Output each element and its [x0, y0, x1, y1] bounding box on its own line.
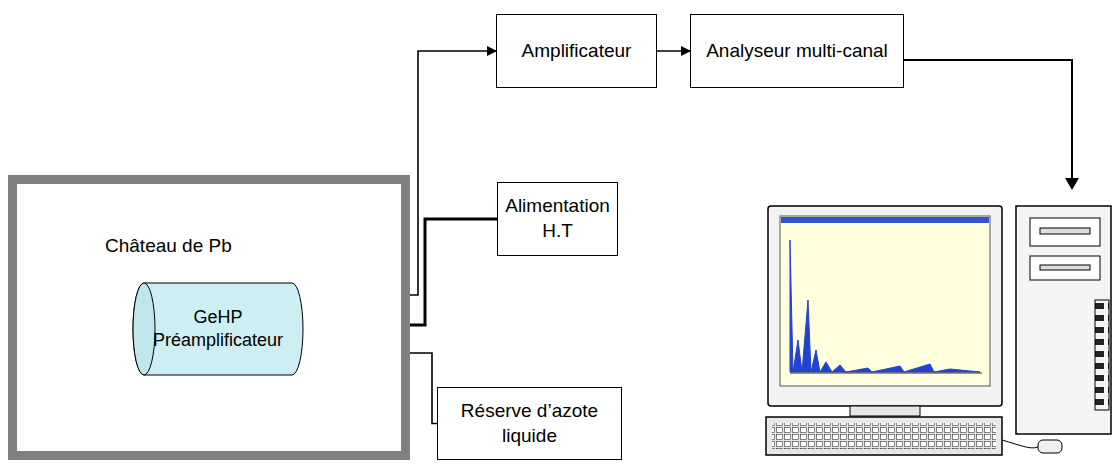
lead-castle: Château de Pb GeHP Préamplificateur: [8, 175, 410, 460]
process-box: Alimentation H.T: [497, 182, 618, 256]
node-label: Alimentation H.T: [498, 194, 617, 243]
region-label: Château de Pb: [105, 234, 232, 259]
node-label: GeHP Préamplificateur: [148, 306, 288, 353]
node-label: Analyseur multi-canal: [706, 39, 888, 64]
node-label: Réserve d’azote liquide: [438, 399, 621, 448]
process-box: Analyseur multi-canal: [690, 14, 904, 88]
process-box: Réserve d’azote liquide: [437, 387, 622, 460]
connector-arrow: [657, 50, 690, 52]
process-box: Amplificateur: [496, 14, 657, 88]
detector-cylinder: GeHP Préamplificateur: [133, 283, 303, 375]
arrow-head: [1065, 178, 1079, 190]
cylinder-outline: [133, 283, 303, 375]
node-label: Amplificateur: [522, 39, 632, 64]
monitor: [768, 206, 1002, 416]
computer-tower: [1016, 206, 1111, 434]
signal-line: [904, 60, 1072, 180]
